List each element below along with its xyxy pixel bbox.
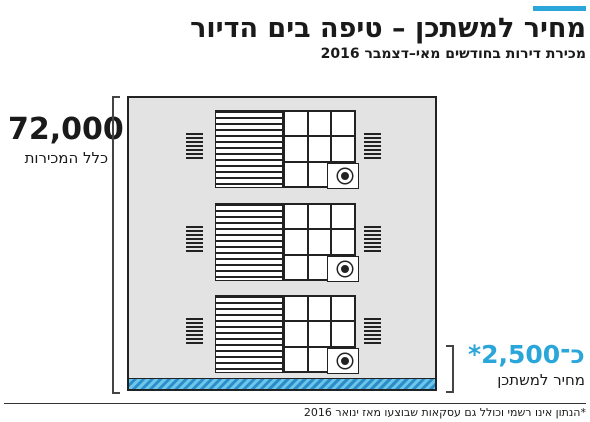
price-for-tenant-share-strip bbox=[129, 378, 435, 389]
air-conditioner-icon bbox=[327, 256, 359, 282]
footnote: *הנתון אינו רשמי וכולל גם עסקאות שבוצעו … bbox=[303, 406, 586, 419]
vent-icon bbox=[186, 133, 203, 161]
price-for-tenant-number: כ־2,500* bbox=[468, 340, 585, 369]
price-for-tenant-label: מחיר למשתכן bbox=[497, 371, 585, 389]
vent-icon bbox=[364, 318, 381, 346]
vent-icon bbox=[186, 318, 203, 346]
building-unit bbox=[215, 295, 390, 374]
price-for-tenant-bracket bbox=[446, 345, 454, 393]
vent-icon bbox=[364, 133, 381, 161]
footer-divider bbox=[4, 403, 586, 404]
total-sales-number: 72,000 bbox=[8, 112, 124, 147]
window-icon bbox=[215, 110, 283, 188]
window-icon bbox=[215, 295, 283, 373]
total-sales-label: כלל המכירות bbox=[24, 149, 108, 167]
air-conditioner-icon bbox=[327, 348, 359, 374]
vent-icon bbox=[364, 226, 381, 254]
accent-bar bbox=[533, 6, 586, 11]
total-bracket bbox=[112, 96, 120, 394]
air-conditioner-icon bbox=[327, 163, 359, 189]
page-title: מחיר למשתכן – טיפה בים הדיור bbox=[190, 13, 586, 44]
vent-icon bbox=[186, 226, 203, 254]
page-subtitle: מכירת דירות בחודשים מאי–דצמבר 2016 bbox=[320, 46, 586, 62]
building-unit bbox=[215, 110, 390, 189]
window-icon bbox=[215, 203, 283, 281]
building-unit bbox=[215, 203, 390, 282]
building-illustration bbox=[127, 96, 437, 391]
